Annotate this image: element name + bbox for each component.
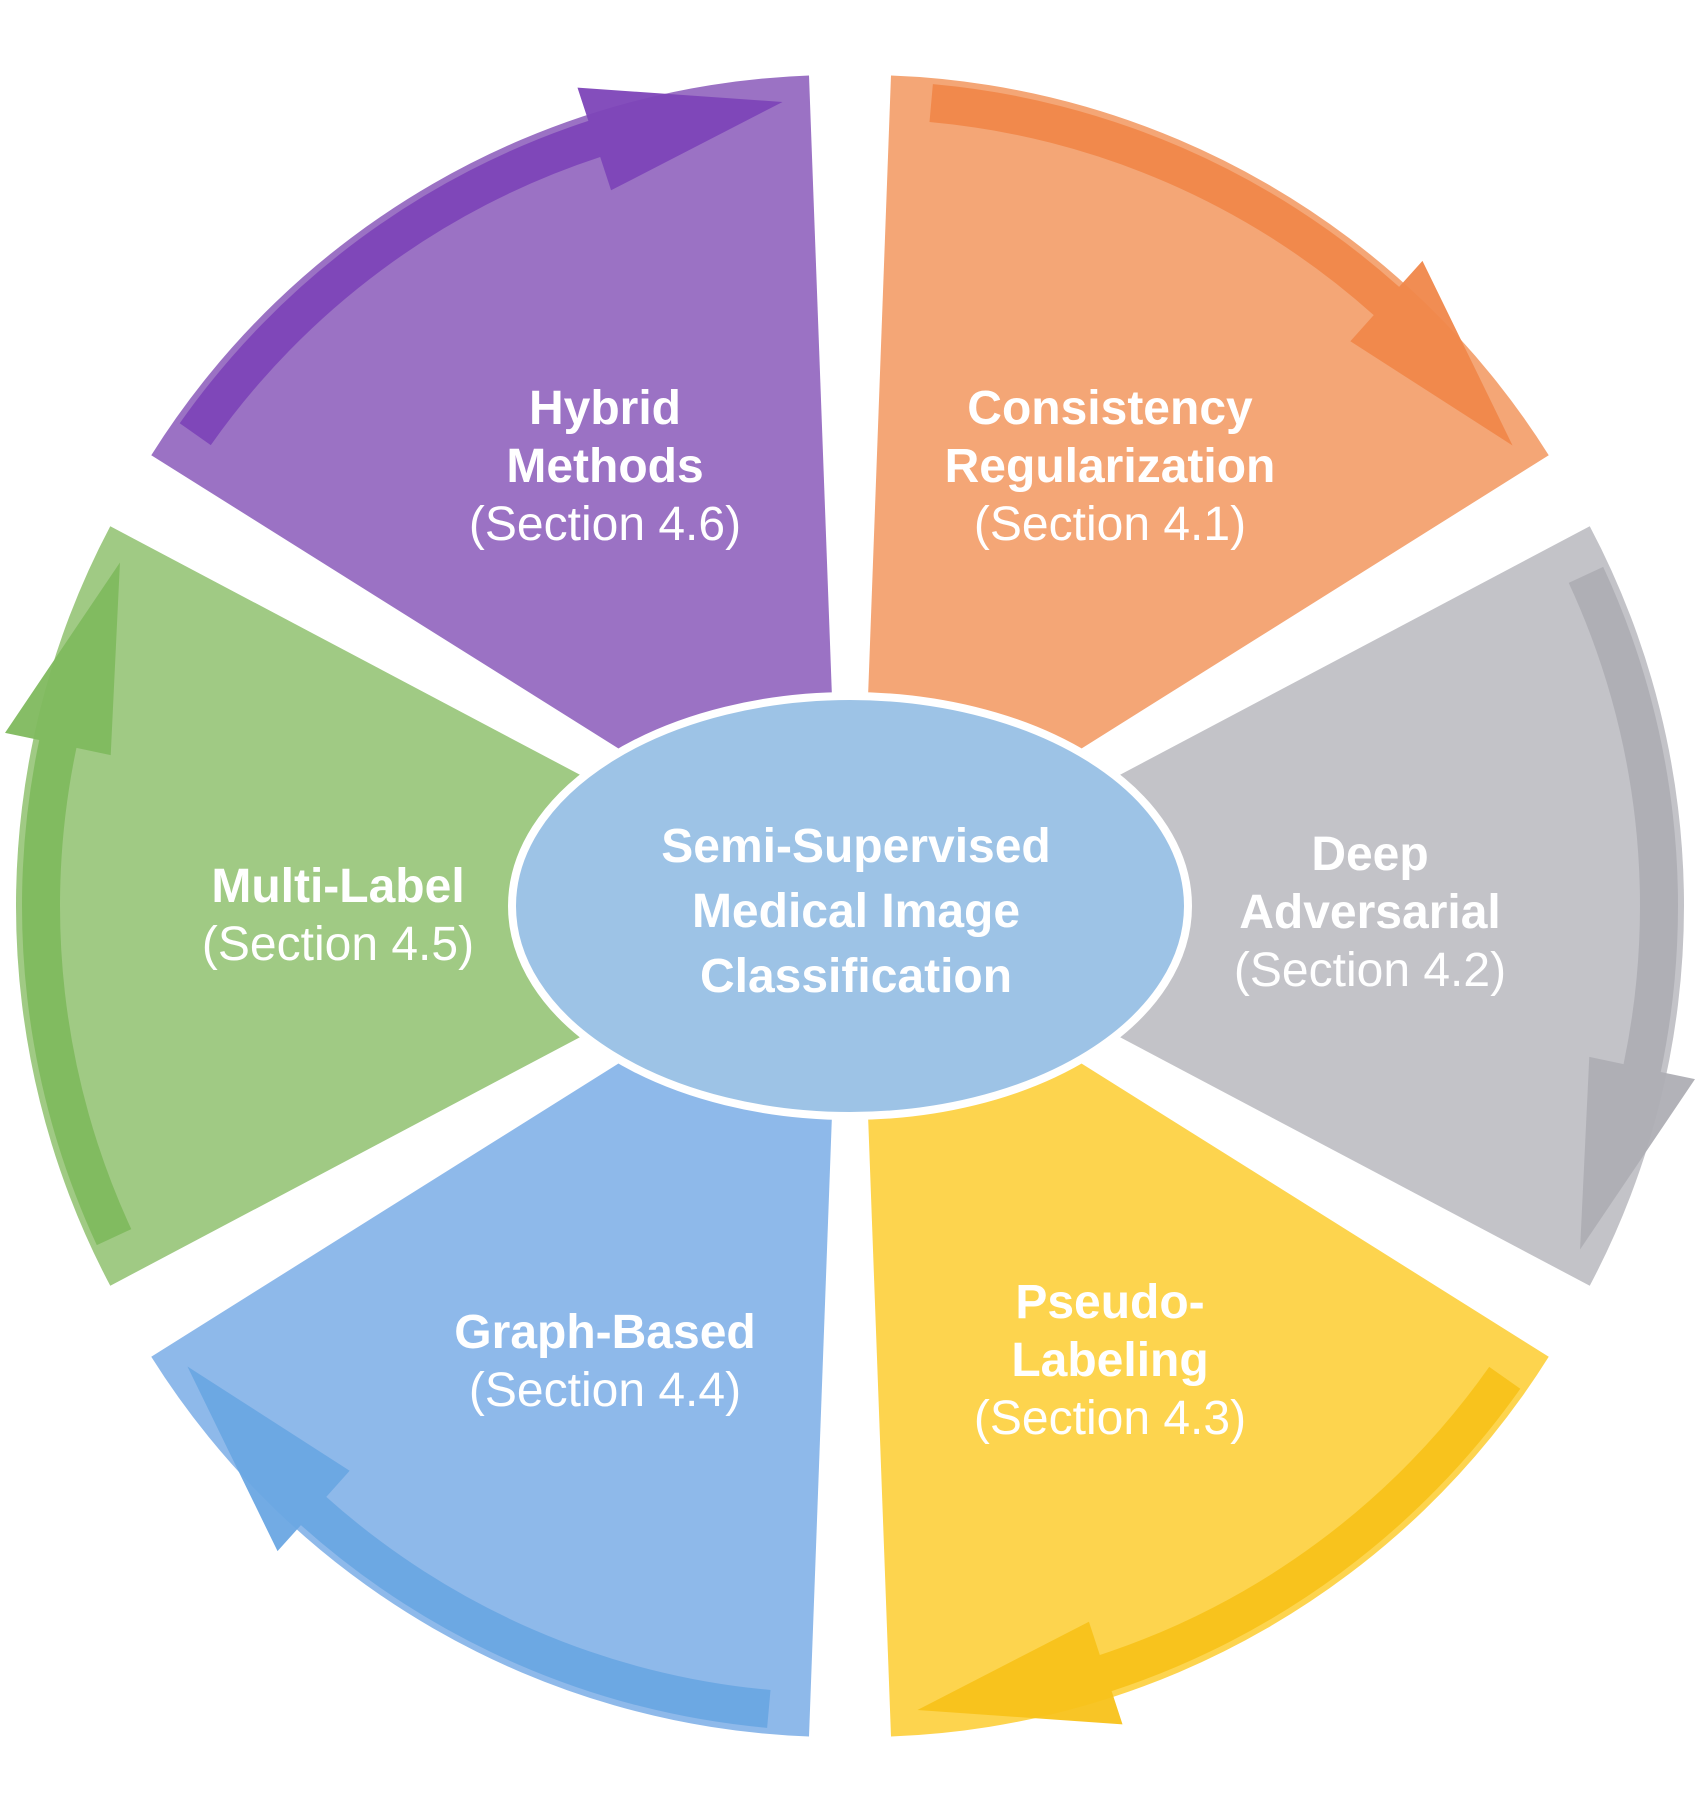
- center-title-line-3: Classification: [700, 950, 1012, 1003]
- segment-title-line-2: Regularization: [945, 440, 1276, 493]
- arrow-pseudo: [917, 1366, 1521, 1725]
- center-hub: Semi-Supervised Medical Image Classifica…: [508, 692, 1192, 1120]
- segment-section-ref: (Section 4.5): [202, 918, 474, 971]
- arrow-hybrid: [179, 87, 783, 446]
- segment-title-line-1: Multi-Label: [211, 860, 464, 913]
- arrow-consistency: [929, 84, 1513, 446]
- segment-section-ref: (Section 4.2): [1234, 944, 1506, 997]
- label-graph-based: Graph-Based (Section 4.4): [454, 1306, 755, 1417]
- segment-title-line-1: Consistency: [967, 382, 1253, 435]
- arrow-multilabel: [5, 562, 132, 1246]
- label-consistency-regularization: Consistency Regularization (Section 4.1): [945, 382, 1276, 551]
- label-deep-adversarial: Deep Adversarial (Section 4.2): [1234, 828, 1506, 997]
- label-hybrid-methods: Hybrid Methods (Section 4.6): [469, 382, 741, 551]
- segment-title-line-2: Adversarial: [1239, 886, 1501, 939]
- segment-title-line-1: Graph-Based: [454, 1306, 755, 1359]
- segment-title-line-1: Pseudo-: [1015, 1276, 1204, 1329]
- segment-title-line-1: Deep: [1311, 828, 1428, 881]
- arrow-layer: [5, 84, 1695, 1728]
- arrow-adversarial: [1568, 566, 1695, 1250]
- segment-section-ref: (Section 4.3): [974, 1392, 1246, 1445]
- segment-title-line-2: Labeling: [1011, 1334, 1208, 1387]
- segment-section-ref: (Section 4.4): [469, 1364, 741, 1417]
- segment-section-ref: (Section 4.6): [469, 498, 741, 551]
- label-pseudo-labeling: Pseudo- Labeling (Section 4.3): [974, 1276, 1246, 1445]
- segment-title-line-2: Methods: [506, 440, 703, 493]
- wedge-multilabel: [15, 526, 828, 1286]
- wedge-adversarial: [872, 526, 1684, 1286]
- center-title-line-2: Medical Image: [692, 885, 1020, 938]
- arrow-graph: [187, 1366, 771, 1728]
- center-ellipse: [508, 692, 1192, 1120]
- segment-section-ref: (Section 4.1): [974, 498, 1246, 551]
- segment-title-line-1: Hybrid: [529, 382, 681, 435]
- center-title-line-1: Semi-Supervised: [661, 820, 1050, 873]
- label-multi-label: Multi-Label (Section 4.5): [202, 860, 474, 971]
